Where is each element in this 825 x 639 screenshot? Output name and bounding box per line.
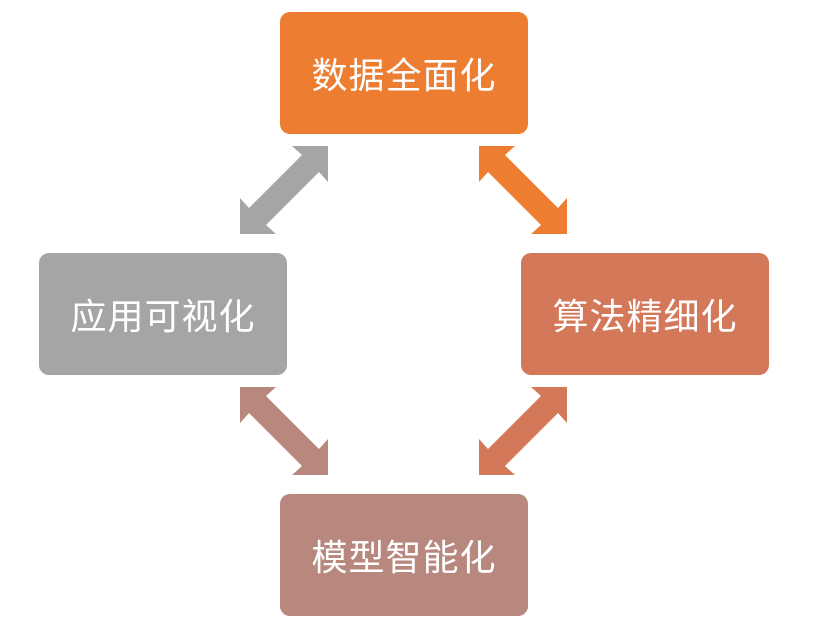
node-model-intelligent: 模型智能化: [280, 494, 528, 616]
arrow-top-right: [479, 146, 567, 234]
node-label: 数据全面化: [311, 56, 497, 97]
node-data-comprehensive: 数据全面化: [280, 12, 528, 134]
node-algorithm-refined: 算法精细化: [521, 253, 769, 375]
node-label: 模型智能化: [311, 538, 497, 579]
node-label: 算法精细化: [552, 297, 738, 338]
arrow-right-bottom: [479, 387, 567, 475]
node-label: 应用可视化: [70, 297, 256, 338]
arrow-left-top: [240, 146, 328, 234]
node-application-visual: 应用可视化: [39, 253, 287, 375]
arrow-bottom-left: [240, 387, 328, 475]
